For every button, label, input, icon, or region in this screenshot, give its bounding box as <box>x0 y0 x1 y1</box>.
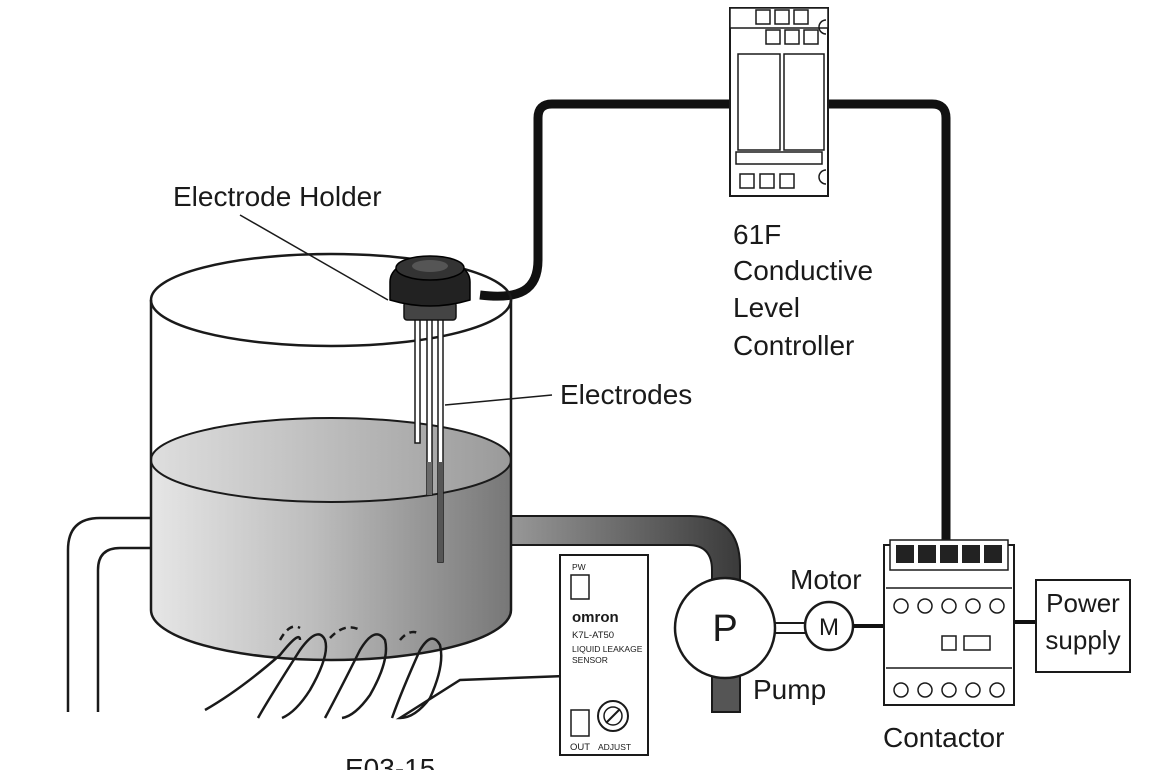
electrode-holder-label: Electrode Holder <box>173 181 382 212</box>
controller-label-line2: Level <box>733 292 800 323</box>
pump <box>673 576 777 680</box>
controller-cable <box>479 99 951 545</box>
tank <box>149 252 513 662</box>
power-supply-box <box>1035 579 1131 673</box>
figure-code: E03-15 <box>345 753 435 770</box>
pump-symbol: P <box>712 608 737 650</box>
sensor-adjust-label: ADJUST <box>598 742 631 752</box>
sensor-model: K7L-AT50 <box>572 630 614 641</box>
sensor-brand: omron <box>572 609 619 626</box>
electrode-holder <box>389 255 471 321</box>
contactor-label: Contactor <box>883 722 1004 753</box>
shaft <box>775 622 805 634</box>
motor-label: Motor <box>790 564 862 595</box>
sensor-desc-line1: LIQUID LEAKAGE <box>572 644 643 654</box>
leakage-sensor-unit <box>559 554 649 756</box>
controller-model-label: 61F <box>733 219 781 250</box>
power-supply-label-line2: supply <box>1045 625 1120 655</box>
holder-leader-line <box>239 214 389 301</box>
power-supply-label-line1: Power <box>1046 588 1120 618</box>
controller-label-line3: Controller <box>733 330 854 361</box>
inlet-pipe <box>66 516 160 712</box>
leakage-sensor-band <box>204 625 566 720</box>
electrodes-label: Electrodes <box>560 379 692 410</box>
electrodes-leader-line <box>444 394 553 406</box>
contactor <box>883 539 1015 706</box>
pump-label: Pump <box>753 674 826 705</box>
motor-symbol: M <box>819 614 839 641</box>
sensor-pw-label: PW <box>572 562 586 572</box>
sensor-desc-line2: SENSOR <box>572 655 608 665</box>
level-controller <box>729 7 829 197</box>
sensor-out-label: OUT <box>570 742 590 753</box>
controller-label-line1: Conductive <box>733 255 873 286</box>
